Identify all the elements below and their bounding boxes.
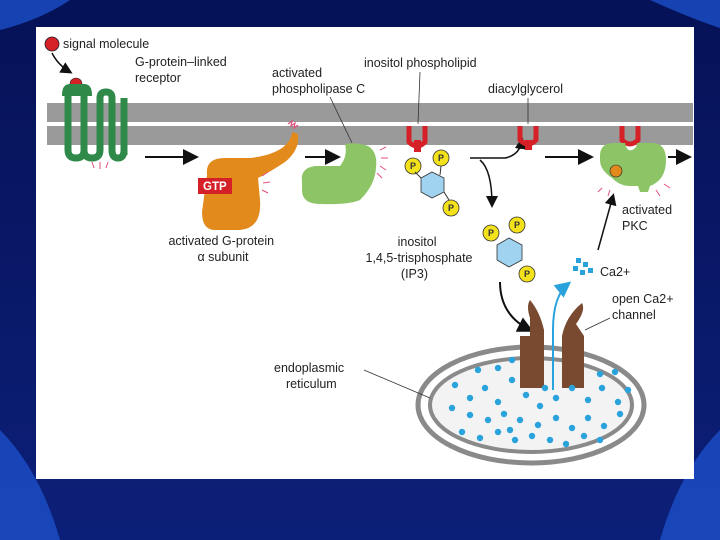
phospholipid-icon bbox=[406, 126, 428, 152]
g-protein-icon bbox=[198, 119, 299, 230]
ca-ions-in-er bbox=[448, 356, 632, 448]
pkc-icon bbox=[597, 126, 671, 197]
ca-ion-dot bbox=[448, 404, 456, 412]
phosphate-label-6: P bbox=[524, 269, 530, 279]
ca-ion-dot bbox=[500, 410, 508, 418]
plasma-membrane bbox=[47, 103, 693, 145]
phosphate-label-5: P bbox=[514, 220, 520, 230]
ca-ion-dot bbox=[522, 391, 530, 399]
receptor-icon bbox=[62, 77, 128, 169]
gpcr-label: G-protein–linked receptor bbox=[135, 55, 230, 85]
ca-ion-dot bbox=[546, 436, 554, 444]
ca-ion-dot bbox=[536, 402, 544, 410]
ca-ion-dot bbox=[494, 364, 502, 372]
inositol-phospholipid-label: inositol phospholipid bbox=[364, 56, 477, 70]
plc-icon bbox=[301, 143, 388, 205]
ca-ion-dot bbox=[584, 414, 592, 422]
ca-ion-dot bbox=[568, 424, 576, 432]
ca-ion-dot bbox=[494, 428, 502, 436]
ca-ion-dot bbox=[508, 356, 516, 364]
dag-icon bbox=[517, 126, 539, 150]
phosphate-label-4: P bbox=[488, 228, 494, 238]
ca-ion-dot bbox=[552, 394, 560, 402]
ca-ion-dot bbox=[474, 366, 482, 374]
plc-leader bbox=[329, 96, 353, 144]
ca-ion-dot bbox=[600, 422, 608, 430]
ca-ion-dot bbox=[534, 421, 542, 429]
ca-ion-dot bbox=[481, 384, 489, 392]
ca-ion-dot bbox=[494, 398, 502, 406]
ca-ion-dot bbox=[611, 368, 619, 376]
ca-ion-dot bbox=[466, 394, 474, 402]
ca-ion-dot bbox=[616, 410, 624, 418]
phosphate-label-1: P bbox=[410, 161, 416, 171]
ip3-release-arrow bbox=[479, 159, 498, 208]
ca-ion-dot bbox=[484, 416, 492, 424]
ca-ion-dot bbox=[598, 384, 606, 392]
gtp-label: GTP bbox=[203, 181, 227, 193]
ca-label: Ca2+ bbox=[600, 265, 630, 279]
phosphate-label-2: P bbox=[438, 153, 444, 163]
g-protein-label: activated G-protein α subunit bbox=[168, 234, 277, 264]
pkc-label: activated PKC bbox=[622, 203, 676, 233]
ca-ion-dot bbox=[458, 428, 466, 436]
er-label: endoplasmic reticulum bbox=[274, 361, 348, 391]
ca-ion-dot bbox=[596, 436, 604, 444]
signal-molecule-dot bbox=[44, 36, 60, 52]
signal-molecule-label: signal molecule bbox=[63, 37, 149, 51]
ca-release-arrow bbox=[552, 281, 572, 390]
free-ip3-icon bbox=[482, 216, 536, 283]
phospholipid-leader bbox=[417, 71, 421, 125]
er-icon bbox=[415, 344, 647, 466]
plc-label: activated phospholipase C bbox=[272, 66, 365, 96]
ip3-label: inositol 1,4,5-trisphosphate (IP3) bbox=[366, 235, 477, 281]
signal-arrow bbox=[51, 52, 73, 74]
gtp-badge bbox=[198, 178, 232, 194]
ca-ion-dot bbox=[511, 436, 519, 444]
ca-ion-dot bbox=[508, 376, 516, 384]
ca-ion-dot bbox=[516, 416, 524, 424]
ip3-to-channel-arrow bbox=[499, 281, 534, 332]
ca-ion-dot bbox=[528, 432, 536, 440]
ca-ion-dot bbox=[476, 434, 484, 442]
ca-channel-icon bbox=[520, 300, 584, 388]
ca-ion-dot bbox=[466, 411, 474, 419]
ca-ion-dot bbox=[568, 384, 576, 392]
ca-ions-outside bbox=[573, 258, 593, 275]
ca-ion-dot bbox=[614, 398, 622, 406]
channel-leader bbox=[584, 317, 611, 331]
ca-ion-dot bbox=[584, 396, 592, 404]
ca-ion-dot bbox=[541, 384, 549, 392]
ip3-icon bbox=[404, 149, 460, 217]
ca-ion-dot bbox=[552, 414, 560, 422]
phosphate-label-3: P bbox=[448, 203, 454, 213]
ca-to-pkc-arrow bbox=[597, 193, 617, 251]
ca-ion-dot bbox=[562, 440, 570, 448]
ca-channel-label: open Ca2+ channel bbox=[612, 292, 677, 322]
ca-ion-dot bbox=[451, 381, 459, 389]
diacylglycerol-label: diacylglycerol bbox=[488, 82, 563, 96]
er-leader bbox=[363, 369, 431, 399]
ca-ion-dot bbox=[580, 432, 588, 440]
ca-ion-dot bbox=[506, 426, 514, 434]
ca-ion-dot bbox=[596, 370, 604, 378]
ca-ion-dot bbox=[624, 386, 632, 394]
